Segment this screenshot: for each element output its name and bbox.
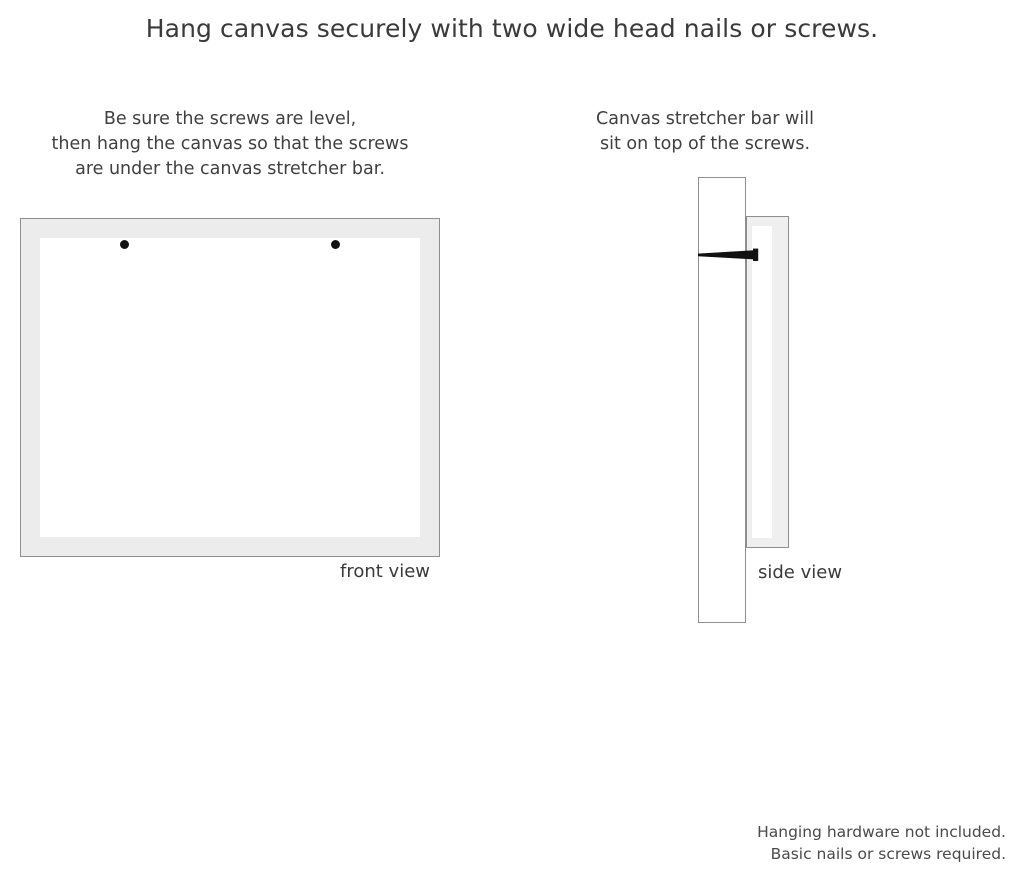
- footer-note: Hanging hardware not included. Basic nai…: [757, 821, 1006, 865]
- side-view-diagram: [690, 170, 820, 630]
- front-caption-line-1: Be sure the screws are level,: [103, 109, 357, 129]
- screw-side-icon: [698, 248, 759, 261]
- front-view-label: front view: [340, 561, 430, 582]
- wall-profile: [698, 177, 746, 623]
- front-caption-line-3: are under the canvas stretcher bar.: [75, 159, 385, 179]
- footer-line-1: Hanging hardware not included.: [757, 823, 1006, 841]
- page-title: Hang canvas securely with two wide head …: [145, 14, 879, 43]
- screw-head-left-icon: [120, 240, 129, 249]
- canvas-stretcher-bar-inner: [752, 226, 772, 538]
- side-caption-line-2: sit on top of the screws.: [599, 134, 811, 154]
- front-view-diagram: [20, 218, 440, 557]
- screw-head-right-icon: [331, 240, 340, 249]
- side-caption-line-1: Canvas stretcher bar will: [596, 109, 814, 129]
- footer-line-2: Basic nails or screws required.: [770, 845, 1006, 863]
- front-caption-line-2: then hang the canvas so that the screws: [51, 134, 409, 154]
- canvas-face-front: [40, 238, 420, 537]
- front-view-caption: Be sure the screws are level, then hang …: [20, 107, 440, 182]
- side-view-caption: Canvas stretcher bar will sit on top of …: [575, 107, 835, 157]
- side-view-label: side view: [758, 562, 843, 583]
